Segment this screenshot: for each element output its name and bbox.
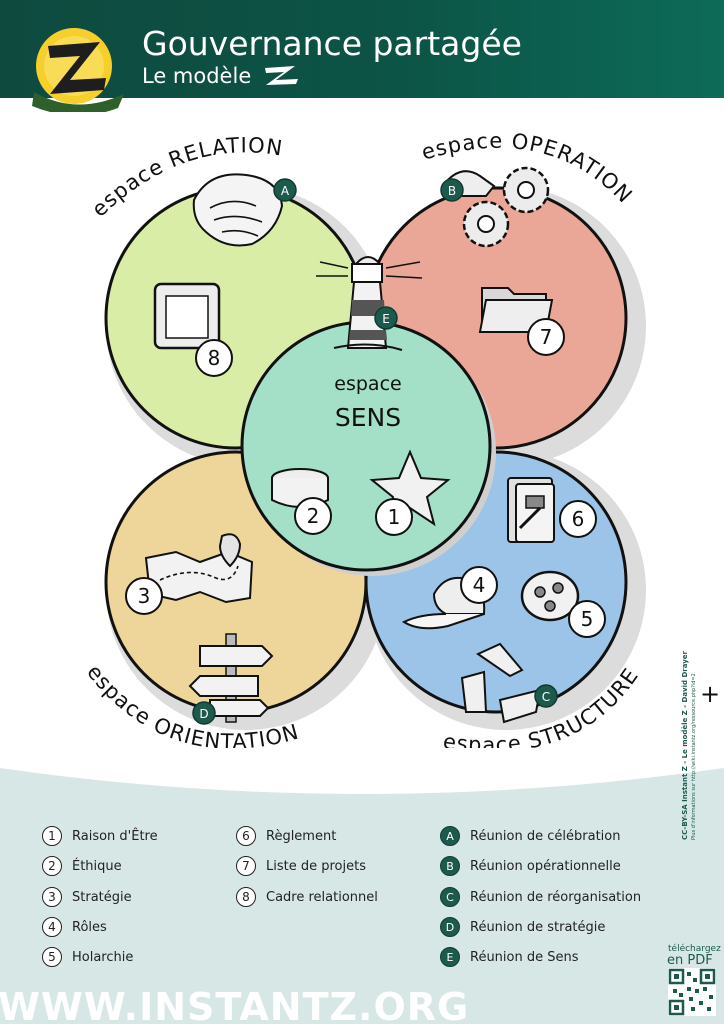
svg-text:D: D: [199, 707, 208, 721]
page-subtitle: Le modèle: [142, 64, 300, 88]
svg-text:E: E: [382, 312, 390, 326]
marker-6: 6: [559, 500, 597, 538]
sens-label-top: espace: [334, 373, 401, 395]
marker-E: E: [374, 306, 398, 330]
marker-8: 8: [195, 339, 233, 377]
legend-background: [0, 768, 724, 1024]
marker-3: 3: [125, 577, 163, 615]
header-banner: [0, 0, 724, 98]
svg-text:7: 7: [540, 325, 553, 349]
folder-icon: [478, 287, 554, 333]
svg-text:C: C: [542, 690, 550, 704]
marker-4: 4: [460, 566, 498, 604]
credit-text: CC-BY-SA Instant Z - Le modèle Z - David…: [681, 650, 689, 840]
recycle-icon: [460, 642, 542, 724]
circle-sens: [240, 320, 492, 572]
svg-text:B: B: [448, 184, 456, 198]
marker-D: D: [192, 701, 216, 725]
lighthouse-icon: [316, 256, 423, 351]
download-pdf-label[interactable]: en PDF: [667, 953, 713, 968]
handshake-icon: [192, 173, 284, 247]
compass-icon: [271, 468, 329, 508]
svg-text:5: 5: [581, 607, 594, 631]
svg-text:A: A: [281, 184, 290, 198]
svg-text:1: 1: [388, 505, 401, 529]
svg-text:8: 8: [208, 346, 221, 370]
marker-B: B: [440, 178, 464, 202]
svg-text:2: 2: [307, 504, 320, 528]
picture-frame-icon: [153, 282, 221, 350]
sens-label-main: SENS: [335, 403, 401, 432]
plus-symbol: +: [700, 680, 721, 708]
marker-C: C: [534, 684, 558, 708]
marker-7: 7: [527, 318, 565, 356]
marker-2: 2: [294, 497, 332, 535]
qr-code-icon[interactable]: [668, 968, 716, 1016]
website-link[interactable]: WWW.INSTANTZ.ORG: [0, 985, 470, 1029]
marker-A: A: [273, 178, 297, 202]
svg-text:6: 6: [572, 507, 585, 531]
gears-icon: [444, 166, 550, 248]
signpost-icon: [188, 633, 274, 723]
svg-text:3: 3: [138, 584, 151, 608]
cells-icon: [520, 570, 580, 622]
marker-5: 5: [568, 600, 606, 638]
page-title: Gouvernance partagée: [142, 24, 522, 63]
download-label[interactable]: téléchargez: [668, 944, 721, 954]
map-icon: [144, 533, 254, 604]
gavel-book-icon: [507, 477, 555, 543]
z-mark-icon: [264, 66, 298, 85]
z-logo-icon: [32, 28, 124, 112]
svg-text:4: 4: [473, 573, 486, 597]
credit-info-text: Plus d'informations sur http://wiki.inst…: [691, 673, 697, 840]
marker-1: 1: [375, 498, 413, 536]
governance-diagram: espace RELATION espace OPERATION espace …: [82, 129, 646, 748]
